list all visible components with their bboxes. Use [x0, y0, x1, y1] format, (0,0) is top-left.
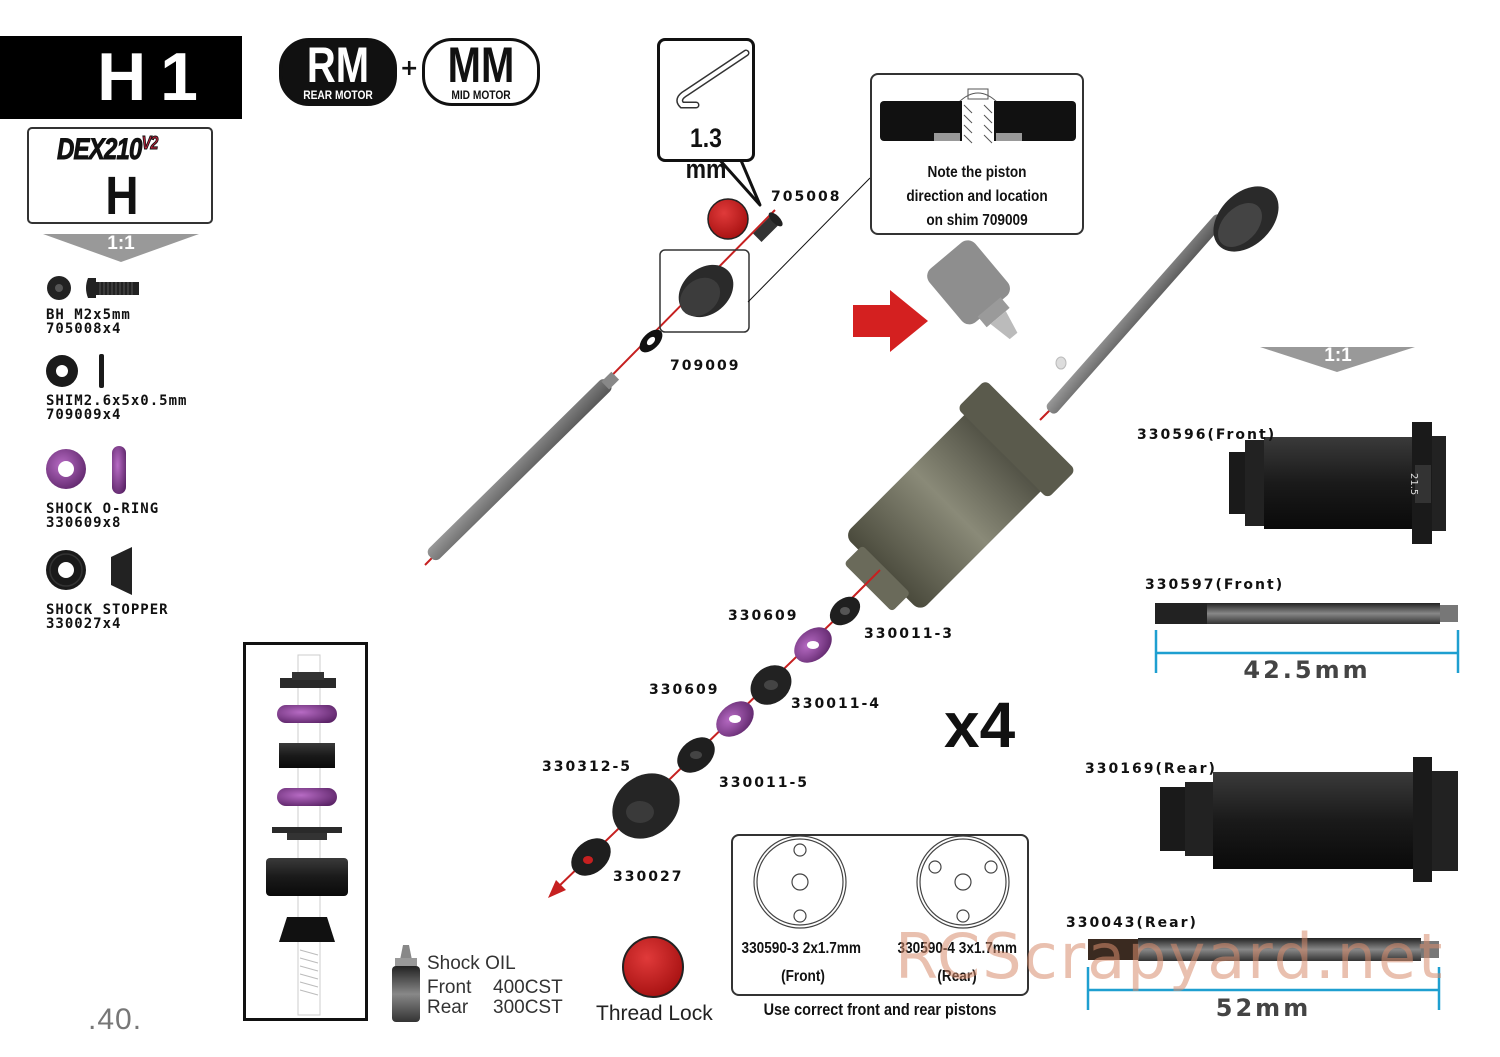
parts-list-item: SHIM2.6x5x0.5mm 709009x4	[46, 352, 187, 422]
shim-icon	[46, 354, 104, 388]
kit-logo-name: DEX210	[57, 133, 143, 167]
shock-oil-front-value: 400CST	[493, 977, 563, 998]
front-shock-body-reference	[1229, 422, 1446, 544]
rear-piston-diagram	[916, 835, 1010, 929]
bag-indicator: DEX210V2 H	[27, 127, 213, 224]
label-rear-body: 330169(Rear)	[1085, 761, 1217, 777]
part-code: 705008x4	[46, 321, 122, 337]
hex-key-callout: 1.3 mm	[657, 38, 755, 184]
hex-key-icon	[676, 49, 750, 109]
scale-label-right: 1:1	[1324, 345, 1352, 366]
rear-motor-badge: RM REAR MOTOR	[279, 38, 397, 106]
shock-stopper-icon	[46, 547, 132, 595]
front-piston-position: (Front)	[781, 968, 825, 985]
scale-indicator-left: 1:1	[43, 233, 199, 262]
label-shim: 709009	[670, 358, 741, 374]
front-shaft-length: 42.5mm	[1243, 656, 1371, 684]
shock-oil-icon	[392, 945, 420, 1022]
rear-piston-code: 330590-4 3x1.7mm	[897, 940, 1017, 957]
label-oring-2: 330609	[649, 682, 720, 698]
hex-key-size: 1.3 mm	[685, 123, 727, 184]
dimension-line-rear	[1086, 967, 1441, 1010]
kit-logo-version: V2	[141, 133, 159, 154]
kit-logo: DEX210V2	[57, 133, 159, 167]
page-number: .40.	[88, 1003, 143, 1036]
part-code: 330609x8	[46, 515, 122, 531]
shock-oil-bottle	[927, 240, 1018, 340]
note-line: on shim 709009	[926, 212, 1028, 229]
part-name: SHOCK O-RING	[46, 501, 160, 517]
label-oring-1: 330609	[728, 608, 799, 624]
label-spacer-4: 330011-4	[791, 696, 881, 712]
front-piston-diagram	[753, 835, 847, 929]
shock-shaft	[427, 371, 620, 561]
parts-list-item: SHOCK O-RING 330609x8	[46, 442, 159, 530]
quantity-label: x4	[944, 689, 1016, 761]
piston-highlight-box	[659, 249, 750, 333]
label-spacer-5: 330011-5	[719, 775, 809, 791]
red-arrow-icon	[853, 290, 928, 352]
note-line: direction and location	[906, 188, 1048, 205]
thread-lock-label: Thread Lock	[596, 1002, 713, 1025]
label-rear-shaft: 330043(Rear)	[1066, 915, 1198, 931]
assembly-order-diagram	[266, 654, 348, 1016]
rear-shaft-length: 52mm	[1215, 994, 1312, 1022]
front-shock-shaft-reference	[1155, 603, 1458, 624]
thread-lock-icon	[622, 936, 684, 998]
note-line: Note the piston	[927, 164, 1027, 181]
part-name: SHOCK STOPPER	[46, 602, 169, 618]
scale-arrow-icon	[43, 234, 199, 262]
scale-label-left: 1:1	[107, 233, 135, 254]
rear-shock-shaft-reference	[1088, 938, 1439, 961]
piston-note: Use correct front and rear pistons	[763, 1000, 997, 1019]
label-front-shaft: 330597(Front)	[1145, 577, 1285, 593]
step-label: H1	[97, 39, 212, 115]
rear-piston-position: (Rear)	[937, 968, 977, 985]
step-header: H1	[0, 36, 242, 119]
label-cap: 330312-5	[542, 759, 632, 775]
dimension-line-front	[1154, 630, 1460, 673]
piston-cross-section-icon	[880, 88, 1076, 161]
o-ring-icon	[46, 446, 126, 494]
parts-list-item: SHOCK STOPPER 330027x4	[46, 543, 169, 631]
part-code: 709009x4	[46, 407, 122, 423]
thread-lock-dot-icon	[707, 198, 749, 240]
parts-list-item: BH M2x5mm 705008x4	[46, 274, 146, 336]
front-piston-code: 330590-3 2x1.7mm	[741, 940, 861, 957]
rear-motor-badge-abbr: RM	[306, 37, 370, 93]
shock-oil-rear-value: 300CST	[493, 997, 563, 1018]
part-name: BH M2x5mm	[46, 307, 131, 323]
mid-motor-badge-abbr: MM	[447, 37, 515, 93]
part-name: SHIM2.6x5x0.5mm	[46, 393, 188, 409]
body-marking: 21.5	[1408, 473, 1419, 496]
mid-motor-badge-text: MID MOTOR	[451, 88, 511, 102]
part-code: 330027x4	[46, 616, 122, 632]
shock-body	[845, 382, 1074, 611]
label-front-body: 330596(Front)	[1137, 427, 1277, 443]
label-screw: 705008	[771, 189, 842, 205]
button-head-screw-icon	[47, 276, 139, 300]
piston-selection-box: 330590-3 2x1.7mm (Front) 330590-4 3x1.7m…	[731, 834, 1029, 996]
scale-arrow-right-icon	[1260, 347, 1415, 372]
plus-sign: +	[400, 56, 419, 81]
shock-oil-title: Shock OIL	[427, 953, 516, 974]
watermark: RCScrapyard.net	[895, 920, 1445, 993]
mid-motor-badge: MM MID MOTOR	[422, 38, 540, 106]
rear-shock-body-reference	[1160, 757, 1458, 882]
assembled-shaft	[1046, 214, 1225, 414]
shock-oil-front-label: Front	[427, 977, 472, 998]
piston-note-callout: Note the piston direction and location o…	[870, 73, 1084, 235]
bag-letter: H	[105, 166, 139, 226]
oil-drop	[1055, 356, 1067, 370]
rear-motor-badge-text: REAR MOTOR	[303, 88, 373, 102]
assembly-order-box	[243, 642, 368, 1021]
label-stopper: 330027	[613, 869, 684, 885]
shock-oil-rear-label: Rear	[427, 997, 469, 1018]
screw-705008	[753, 212, 783, 242]
label-spacer-3: 330011-3	[864, 626, 954, 642]
